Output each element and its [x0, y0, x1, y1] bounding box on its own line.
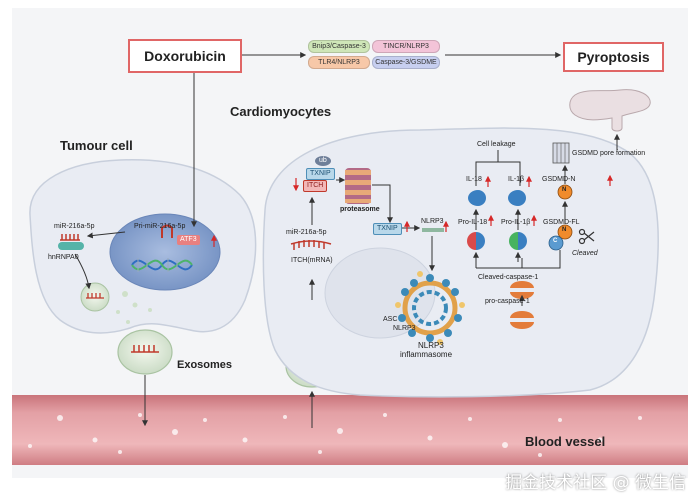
il18-label: IL-18: [466, 176, 482, 183]
exosome-dots: [116, 291, 152, 324]
inflammasome-label-line1: NLRP3: [418, 341, 444, 350]
pro-il1b-shape: [509, 232, 527, 250]
inflammasome-label-line2: inflammasome: [400, 350, 453, 359]
arrow-proteasome-txnip: [372, 184, 393, 224]
proteasome-barrel: [345, 168, 371, 204]
gsdmd-n-label: GSDMD-N: [542, 176, 576, 183]
tumour-vesicle: [80, 282, 110, 312]
itch-mrna-strand: [290, 240, 332, 250]
tumour-cell-label: Tumour cell: [60, 138, 133, 153]
pri-mir-label: Pri-miR-216a-5p: [134, 223, 186, 230]
gsdmd-n-letter: N: [562, 187, 567, 193]
dna-helix: [131, 259, 193, 271]
dna-rungs: [137, 258, 178, 272]
tumour-mir-label: miR-216a-5p: [54, 223, 95, 230]
pathway-tlr4: TLR4/NLRP3: [308, 56, 370, 69]
inflammasome-ring: [395, 271, 465, 345]
pro-il18-shape: [467, 232, 485, 250]
arrow-hnrnpa0-vesicle: [74, 253, 92, 290]
ub-label: ub: [319, 157, 327, 164]
pro-caspase-shape: [510, 311, 534, 329]
pathway-tincr: TINCR/NLRP3: [372, 40, 440, 53]
gsdmd-n-shape: [557, 184, 573, 200]
il1b-label: IL-1β: [508, 176, 525, 183]
gsdmd-fl-c-letter: C: [553, 238, 558, 244]
tumour-mirna-strand: [60, 234, 80, 241]
pyroptotic-cell: [569, 89, 651, 132]
asc-label: ASC: [383, 316, 398, 323]
nlrp3-active-marker: [422, 228, 444, 232]
scissors-icon: [578, 228, 595, 245]
cardiomyocytes-label: Cardiomyocytes: [230, 104, 332, 119]
tumour-vesicle-mirna: [86, 293, 104, 299]
blood-vessel: [12, 395, 688, 465]
pro-caspase-label: pro-caspase-1: [485, 298, 530, 305]
pro-il1b-label: Pro-IL-1β: [501, 219, 531, 226]
proteasome-label: proteasome: [340, 206, 380, 213]
gsdmd-fl-n-shape: [557, 224, 573, 240]
pro-il18-label: Pro-IL-18: [458, 219, 488, 226]
doxorubicin-box: Doxorubicin: [128, 39, 242, 73]
itch-protein-badge: ITCH: [303, 180, 328, 192]
gsdmd-pore-label: GSDMD pore formation: [572, 150, 646, 157]
blood-vessel-label: Blood vessel: [525, 434, 606, 449]
atf3-badge: ATF3: [177, 235, 200, 245]
txnip-mid-badge: TXNIP: [373, 223, 402, 235]
cleaved-label: Cleaved: [572, 250, 598, 257]
nlrp3-ring-label: NLRP3: [393, 325, 416, 332]
exosome-left-mirna: [131, 345, 159, 353]
gsdmd-pore: [552, 142, 570, 164]
cell-leakage-label: Cell leakage: [477, 141, 516, 148]
cardio-nucleus: [324, 247, 436, 339]
nlrp3-active-label: NLRP3: [421, 218, 444, 225]
cell-leakage-bracket: [475, 150, 521, 186]
il1b-shape: [508, 190, 526, 206]
pyroptosis-box: Pyroptosis: [563, 42, 664, 72]
hnrnpa0-label: hnRNPA0: [48, 254, 79, 261]
watermark: 掘金技术社区 @ 微生信: [505, 473, 686, 493]
arrow-primir-mir: [86, 231, 126, 239]
gsdmd-fl-n-letter: N: [562, 227, 567, 233]
pathway-bnip3: Bnip3/Caspase-3: [308, 40, 370, 53]
pathway-caspase3: Caspase-3/GSDME: [372, 56, 440, 69]
exosomes-label: Exosomes: [177, 359, 233, 371]
il18-shape: [468, 190, 486, 206]
cleaved-caspase-label: Cleaved-caspase-1: [478, 274, 539, 281]
gsdmd-fl-label: GSDMD-FL: [543, 219, 580, 226]
vessel-particles: [28, 413, 642, 457]
gsdmd-fl-c-shape: [548, 235, 564, 251]
ub-bubble: [315, 156, 331, 166]
hnrnpa0-protein: [58, 242, 84, 250]
itch-mrna-label: ITCH(mRNA): [291, 257, 333, 264]
txnip-top-badge: TXNIP: [306, 168, 335, 180]
cardio-mir-label: miR-216a-5p: [286, 229, 327, 236]
pri-mirna-hairpin: [161, 224, 173, 238]
